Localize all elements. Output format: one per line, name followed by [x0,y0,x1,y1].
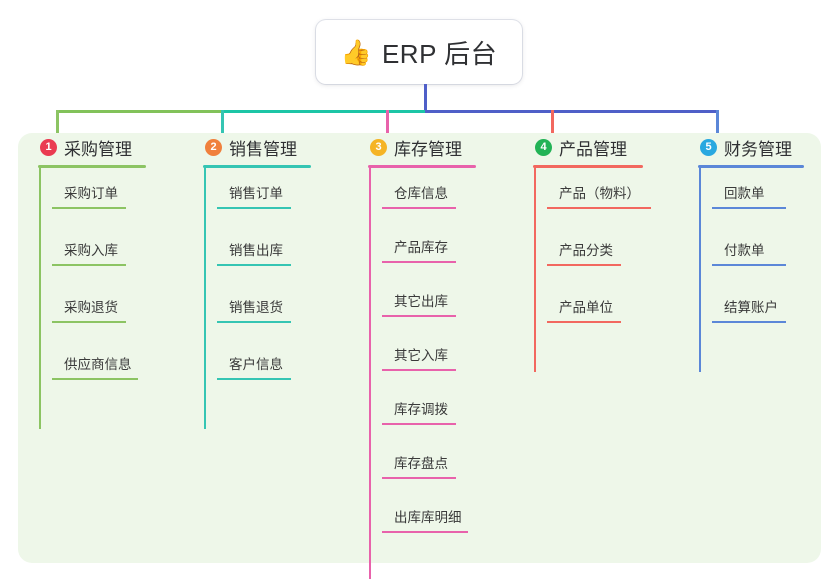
leaf-item-label: 销售出库 [229,243,283,258]
leaf-item-label: 结算账户 [724,300,778,315]
leaf-item-rule [382,207,456,209]
leaf-item-rule [382,477,456,479]
branch-header-1[interactable]: 1 采购管理 [38,133,146,161]
branch-badge-3: 3 [370,138,387,156]
leaf-item-label: 采购订单 [64,186,118,201]
leaf-item-label: 客户信息 [229,357,283,372]
branch-column-3: 3 库存管理仓库信息产品库存其它出库其它入库库存调拨库存盘点出库库明细 [368,133,476,585]
leaf-item-rule [217,378,291,380]
branch-header-rule-4 [533,165,643,168]
leaf-item-label: 回款单 [724,186,765,201]
bus-segment-right [425,110,719,113]
branch-title-3: 库存管理 [394,139,462,159]
branch-spine-1 [39,168,41,429]
branch-column-4: 4 产品管理产品（物料） 产品分类产品单位 [533,133,651,378]
branch-title-2: 销售管理 [229,139,297,159]
branch-spine-2 [204,168,206,429]
branch-column-2: 2 销售管理销售订单销售出库销售退货客户信息 [203,133,311,435]
branch-header-rule-1 [38,165,146,168]
leaf-item-label: 产品单位 [559,300,613,315]
root-node-title: ERP 后台 [381,38,498,69]
branch-spine-3 [369,168,371,579]
leaf-item-label: 采购退货 [64,300,118,315]
leaf-item-label: 销售退货 [229,300,283,315]
branch-column-1: 1 采购管理采购订单采购入库采购退货供应商信息 [38,133,146,435]
leaf-item-label: 库存盘点 [394,456,448,471]
leaf-item-label: 库存调拨 [394,402,448,417]
branch-badge-1: 1 [40,138,57,156]
leaf-item-rule [547,264,621,266]
branch-badge-4: 4 [535,138,552,156]
branches-panel: 1 采购管理采购订单采购入库采购退货供应商信息 2 销售管理销售订单销售出库销售退货客… [18,133,821,579]
leaf-item-rule [217,321,291,323]
leaf-item-label: 供应商信息 [64,357,132,372]
branch-column-5: 5 财务管理回款单付款单结算账户 [698,133,804,378]
leaf-item-rule [52,321,126,323]
branch-items-3: 仓库信息产品库存其它出库其它入库库存调拨库存盘点出库库明细 [368,168,476,585]
branch-header-5[interactable]: 5 财务管理 [698,133,804,161]
leaf-item-label: 仓库信息 [394,186,448,201]
leaf-item-rule [52,207,126,209]
leaf-item-rule [712,321,786,323]
leaf-item-label: 产品库存 [394,240,448,255]
leaf-item-label: 产品分类 [559,243,613,258]
branch-spine-4 [534,168,536,372]
leaf-item-rule [382,369,456,371]
branch-header-rule-3 [368,165,476,168]
leaf-item-label: 采购入库 [64,243,118,258]
leaf-item-rule [382,531,468,533]
branch-header-2[interactable]: 2 销售管理 [203,133,311,161]
leaf-item-rule [712,264,786,266]
bus-segment-middle [221,110,425,113]
leaf-item-rule [217,207,291,209]
leaf-item-label: 付款单 [724,243,765,258]
branch-title-5: 财务管理 [724,139,792,159]
leaf-item-label: 出库库明细 [394,510,462,525]
leaf-item-rule [52,378,138,380]
leaf-item-rule [382,423,456,425]
branch-items-4: 产品（物料） 产品分类产品单位 [533,168,651,378]
branch-badge-5: 5 [700,138,717,156]
leaf-item-label: 销售订单 [229,186,283,201]
branch-items-1: 采购订单采购入库采购退货供应商信息 [38,168,146,435]
leaf-item-rule [547,321,621,323]
thumbs-up-icon: 👍 [340,37,372,67]
leaf-item-rule [382,261,456,263]
branch-header-rule-5 [698,165,804,168]
branch-badge-2: 2 [205,138,222,156]
root-stem [424,84,427,110]
leaf-item-rule [382,315,456,317]
branch-header-4[interactable]: 4 产品管理 [533,133,643,161]
branch-title-4: 产品管理 [559,139,627,159]
leaf-item-label: 其它入库 [394,348,448,363]
root-node-card[interactable]: 👍 ERP 后台 [316,20,522,84]
branch-header-3[interactable]: 3 库存管理 [368,133,476,161]
leaf-item-rule [712,207,786,209]
branch-title-1: 采购管理 [64,139,132,159]
leaf-item-rule [547,207,651,209]
leaf-item-label: 产品（物料） [559,186,640,201]
leaf-item-rule [217,264,291,266]
bus-segment-left [56,110,221,113]
branch-header-rule-2 [203,165,311,168]
branch-items-2: 销售订单销售出库销售退货客户信息 [203,168,311,435]
branch-items-5: 回款单付款单结算账户 [698,168,804,378]
leaf-item-rule [52,264,126,266]
leaf-item-label: 其它出库 [394,294,448,309]
branch-spine-5 [699,168,701,372]
